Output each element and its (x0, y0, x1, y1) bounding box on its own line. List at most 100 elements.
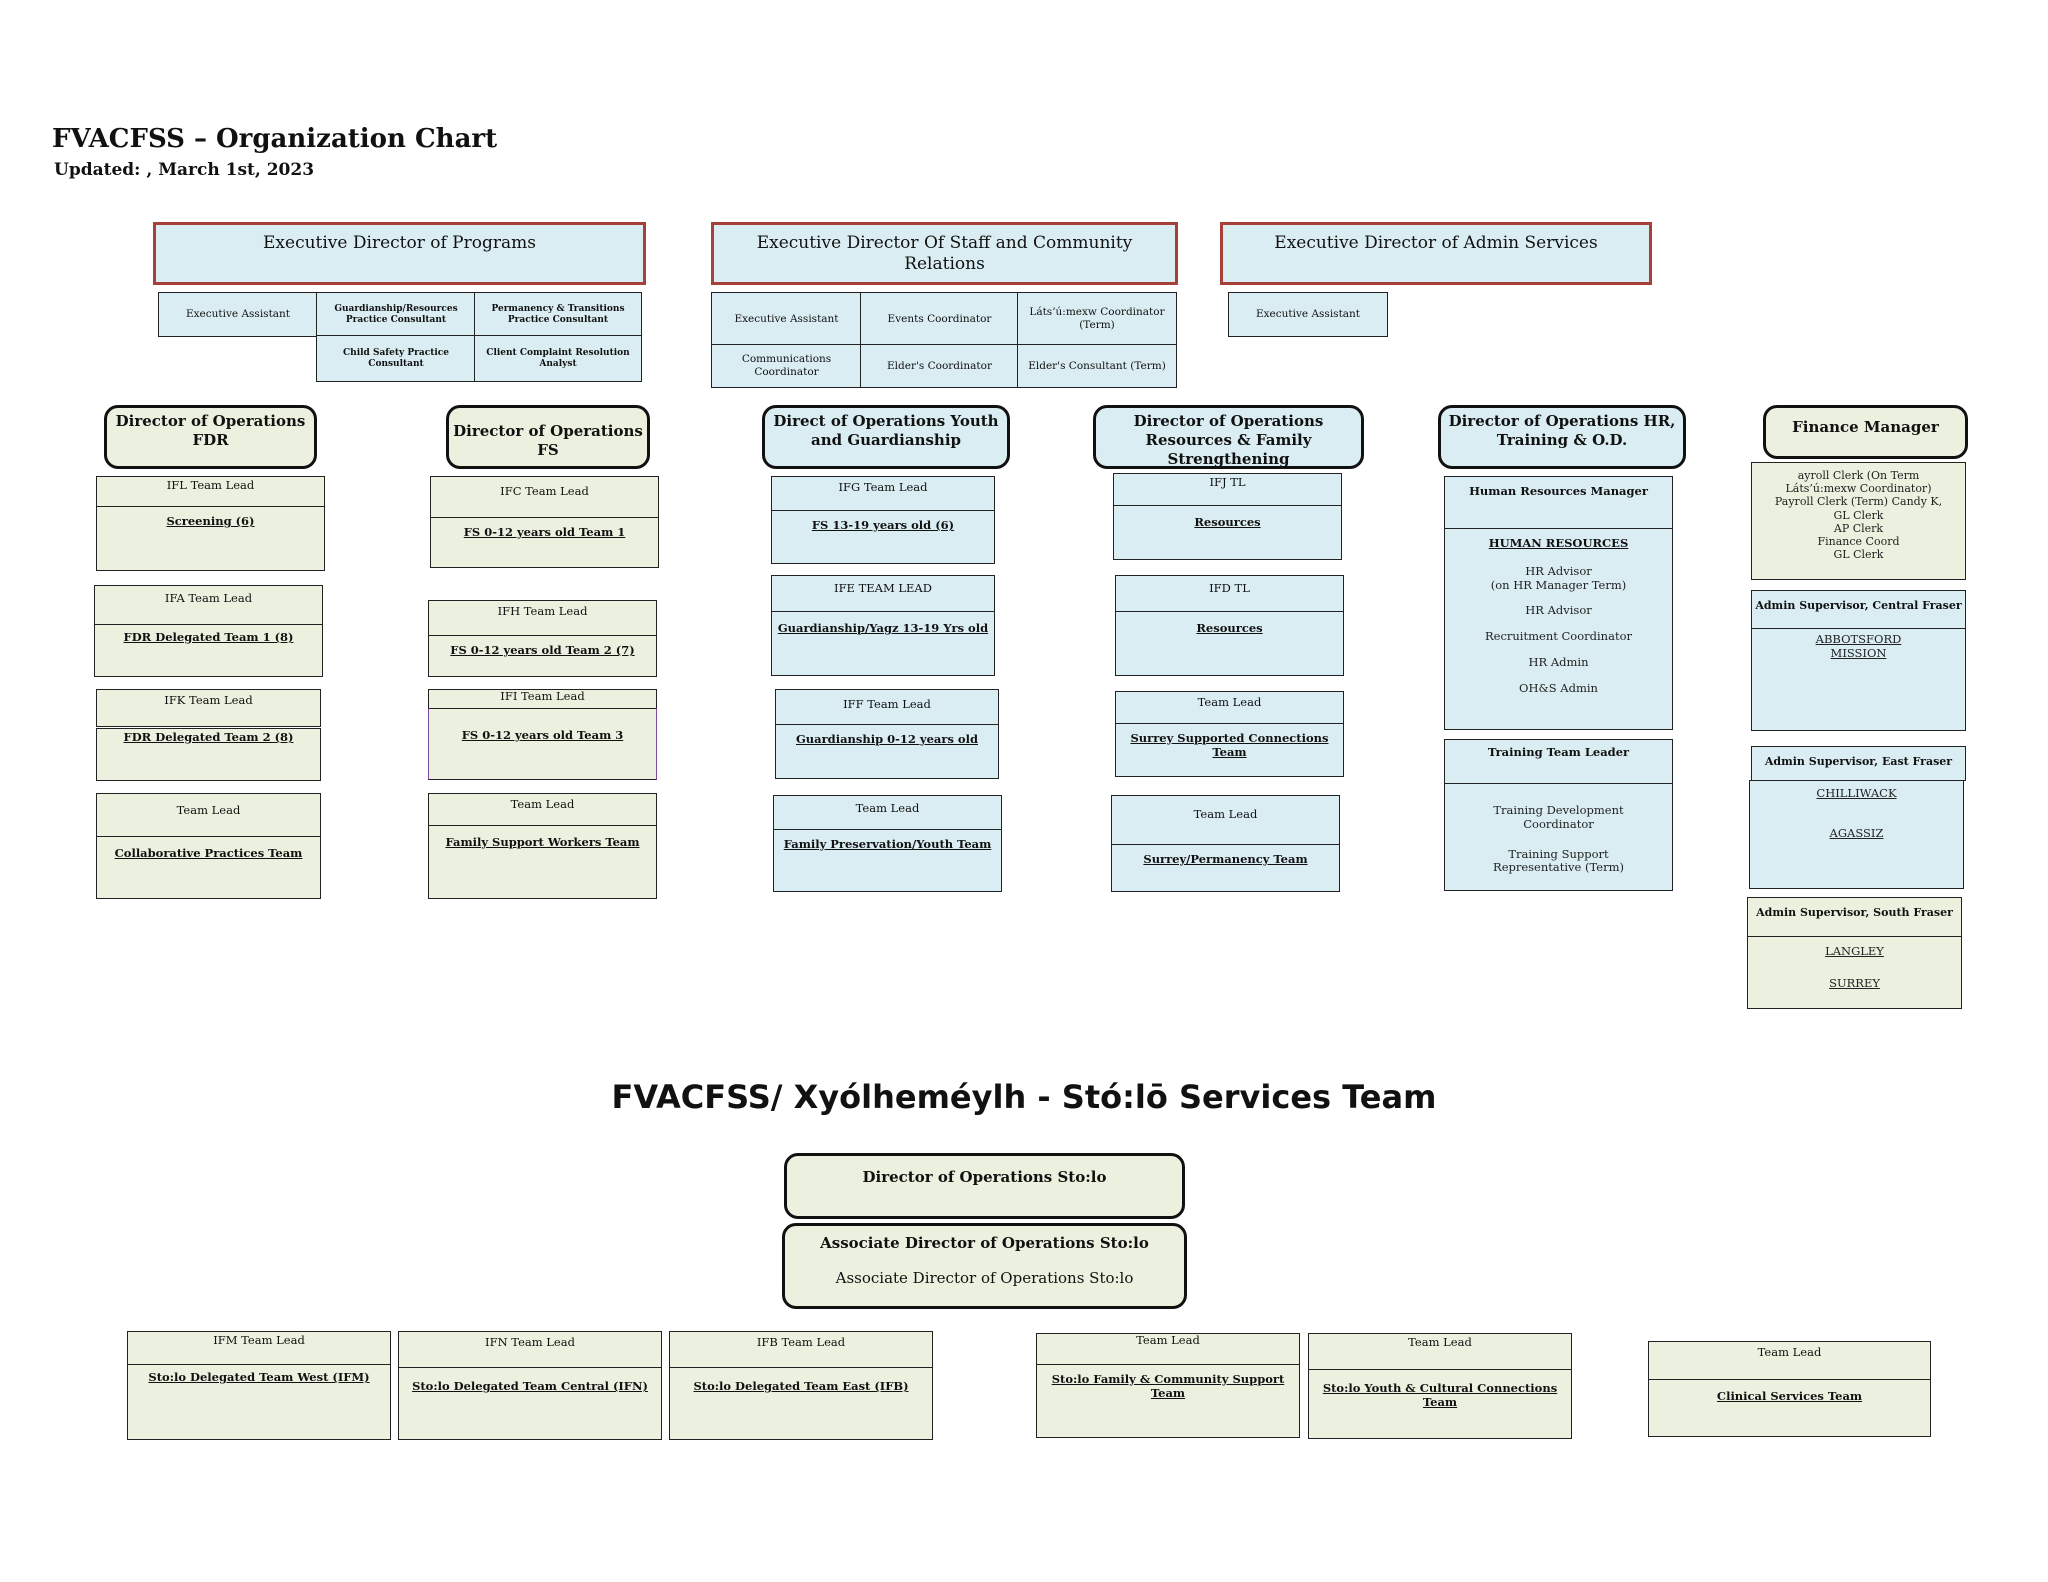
stolo-team-3: Sto:lo Delegated Team East (IFB) (669, 1367, 933, 1440)
site-agassiz: AGASSIZ (1829, 825, 1884, 840)
fs-team-2: FS 0-12 years old Team 2 (7) (428, 635, 657, 677)
site-abbotsford: ABBOTSFORD (1815, 632, 1902, 646)
programs-cell-3: Permanency & Transitions Practice Consul… (474, 292, 642, 337)
stolo-team-2: Sto:lo Delegated Team Central (IFN) (398, 1367, 662, 1440)
finance-item-4: GL Clerk (1833, 508, 1884, 522)
youth-team-4: Family Preservation/Youth Team (773, 829, 1002, 892)
resources-team-2: Resources (1115, 611, 1344, 676)
admin-east-lead: Admin Supervisor, East Fraser (1751, 746, 1966, 781)
programs-cell-4: Child Safety Practice Consultant (316, 335, 476, 382)
stolo-lead-6: Team Lead (1648, 1341, 1931, 1380)
finance-list: ayroll Clerk (On Term Láts’ú:mexw Coordi… (1751, 462, 1966, 580)
resources-lead-2: IFD TL (1115, 575, 1344, 612)
site-langley: LANGLEY (1825, 944, 1884, 958)
hr-item-1: HR Advisor (1525, 563, 1592, 578)
finance-item-1: ayroll Clerk (On Term (1797, 469, 1920, 482)
youth-team-1: FS 13-19 years old (6) (771, 510, 995, 564)
admin-south-sites: LANGLEY SURREY (1747, 936, 1962, 1009)
director-stolo: Director of Operations Sto:lo (784, 1153, 1185, 1219)
assoc-director-title: Associate Director of Operations Sto:lo (820, 1234, 1149, 1252)
youth-lead-1: IFG Team Lead (771, 476, 995, 511)
exec-staff-box: Executive Director Of Staff and Communit… (711, 222, 1178, 285)
stolo-lead-5: Team Lead (1308, 1333, 1572, 1370)
admin-central-sites: ABBOTSFORD MISSION (1751, 628, 1966, 731)
hr-item-3: HR Advisor (1525, 603, 1592, 618)
assoc-director-sub: Associate Director of Operations Sto:lo (835, 1268, 1134, 1287)
finance-item-5: AP Clerk (1833, 521, 1884, 535)
training-item-1: Training Development Coordinator (1493, 803, 1624, 831)
programs-cell-1: Executive Assistant (158, 292, 318, 337)
resources-lead-1: IFJ TL (1113, 473, 1342, 506)
stolo-lead-1: IFM Team Lead (127, 1331, 391, 1365)
stolo-lead-2: IFN Team Lead (398, 1331, 662, 1368)
finance-item-7: GL Clerk (1833, 548, 1884, 562)
fdr-team-1: Screening (6) (96, 506, 325, 571)
exec-admin-box: Executive Director of Admin Services (1220, 222, 1652, 285)
stolo-team-6: Clinical Services Team (1648, 1379, 1931, 1437)
fs-lead-2: IFH Team Lead (428, 600, 657, 636)
fs-lead-1: IFC Team Lead (430, 476, 659, 518)
hr-item-2: (on HR Manager Term) (1490, 577, 1627, 592)
resources-team-4: Surrey/Permanency Team (1111, 844, 1340, 892)
page-title: FVACFSS – Organization Chart (52, 124, 498, 154)
finance-item-2: Láts’ú:mexw Coordinator) (1785, 482, 1932, 496)
fs-lead-4: Team Lead (428, 793, 657, 826)
fdr-lead-2: IFA Team Lead (94, 585, 323, 625)
fs-team-1: FS 0-12 years old Team 1 (430, 517, 659, 568)
youth-team-2: Guardianship/Yagz 13-19 Yrs old (771, 611, 995, 676)
staff-cell-6: Elder's Consultant (Term) (1017, 344, 1177, 388)
director-fs: Director of Operations FS (446, 405, 650, 469)
staff-cell-2: Events Coordinator (860, 292, 1019, 346)
programs-cell-2: Guardianship/Resources Practice Consulta… (316, 292, 476, 337)
director-fdr: Director of Operations FDR (104, 405, 317, 469)
resources-lead-4: Team Lead (1111, 795, 1340, 845)
programs-cell-5: Client Complaint Resolution Analyst (474, 335, 642, 382)
director-youth: Direct of Operations Youth and Guardians… (762, 405, 1010, 469)
fs-team-3: FS 0-12 years old Team 3 (428, 708, 657, 780)
training-item-2: Training Support Representative (Term) (1493, 846, 1624, 875)
training-team-leader: Training Team Leader (1444, 739, 1673, 784)
staff-cell-5: Elder's Coordinator (860, 344, 1019, 388)
fdr-lead-4: Team Lead (96, 793, 321, 837)
director-resources: Director of Operations Resources & Famil… (1093, 405, 1364, 469)
youth-lead-3: IFF Team Lead (775, 689, 999, 725)
staff-cell-1: Executive Assistant (711, 292, 862, 346)
youth-lead-2: IFE TEAM LEAD (771, 575, 995, 612)
fdr-team-4: Collaborative Practices Team (96, 836, 321, 899)
site-surrey: SURREY (1829, 975, 1880, 990)
stolo-team-4: Sto:lo Family & Community Support Team (1036, 1364, 1300, 1438)
youth-team-3: Guardianship 0-12 years old (775, 724, 999, 779)
exec-staff-title: Executive Director Of Staff and Communit… (756, 233, 1133, 275)
fs-team-4: Family Support Workers Team (428, 825, 657, 899)
resources-team-3: Surrey Supported Connections Team (1115, 723, 1344, 777)
hr-heading: HUMAN RESOURCES (1488, 536, 1629, 550)
fdr-team-3: FDR Delegated Team 2 (8) (96, 728, 321, 781)
hr-item-5: HR Admin (1528, 654, 1589, 669)
admin-south-lead: Admin Supervisor, South Fraser (1747, 897, 1962, 937)
admin-cell-1: Executive Assistant (1228, 292, 1388, 337)
staff-cell-4: Communications Coordinator (711, 344, 862, 388)
fdr-lead-1: IFL Team Lead (96, 476, 325, 507)
fdr-team-2: FDR Delegated Team 1 (8) (94, 624, 323, 677)
assoc-director-stolo: Associate Director of Operations Sto:lo … (782, 1223, 1187, 1309)
fdr-lead-3: IFK Team Lead (96, 689, 321, 727)
admin-east-sites: CHILLIWACK AGASSIZ (1749, 780, 1964, 889)
site-mission: MISSION (1830, 645, 1887, 660)
training-list: Training Development Coordinator Trainin… (1444, 783, 1673, 891)
hr-item-6: OH&S Admin (1519, 680, 1598, 695)
site-chilliwack: CHILLIWACK (1816, 786, 1897, 800)
fs-lead-3: IFI Team Lead (428, 689, 657, 709)
stolo-section-title: FVACFSS/ Xyólheméylh - Stó:lō Services T… (611, 1078, 1437, 1116)
stolo-team-1: Sto:lo Delegated Team West (IFM) (127, 1364, 391, 1440)
director-finance: Finance Manager (1763, 405, 1968, 459)
youth-lead-4: Team Lead (773, 795, 1002, 830)
stolo-lead-4: Team Lead (1036, 1333, 1300, 1365)
exec-admin-title: Executive Director of Admin Services (1274, 233, 1598, 253)
director-hr: Director of Operations HR, Training & O.… (1438, 405, 1686, 469)
staff-cell-3: Láts’ú:mexw Coordinator (Term) (1017, 292, 1177, 346)
resources-team-1: Resources (1113, 505, 1342, 560)
stolo-team-5: Sto:lo Youth & Cultural Connections Team (1308, 1369, 1572, 1439)
exec-programs-title: Executive Director of Programs (263, 233, 536, 253)
hr-item-4: Recruitment Coordinator (1485, 629, 1632, 644)
hr-list: HUMAN RESOURCES HR Advisor (on HR Manage… (1444, 528, 1673, 730)
